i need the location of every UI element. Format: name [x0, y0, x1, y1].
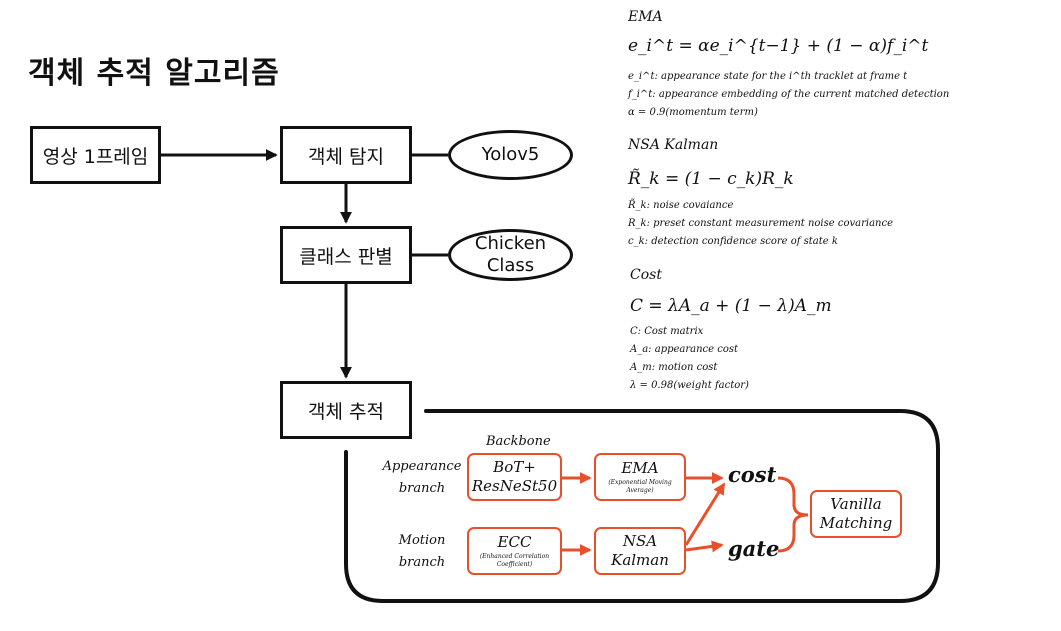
- ecc-label: ECC: [497, 533, 532, 551]
- arrow-nsa-to-cost: [684, 482, 726, 546]
- track-box: 객체 추적: [280, 381, 412, 439]
- detect-box: 객체 탐지: [280, 126, 412, 184]
- ema-notes: e_i^t: appearance state for the i^th tra…: [628, 68, 1048, 122]
- vanilla-line1: Vanilla: [830, 495, 882, 513]
- nsa-notes: R̃_k: noise covaiance R_k: preset consta…: [628, 197, 1048, 251]
- cost-note-4: λ = 0.98(weight factor): [630, 380, 749, 391]
- nsa-note-3: c_k: detection confidence score of state…: [628, 236, 838, 247]
- motion-branch-label: Motion branch: [382, 530, 462, 574]
- nsa-equation: R̃_k = (1 − c_k)R_k: [628, 169, 794, 189]
- chicken-label-line1: Chicken: [474, 233, 547, 254]
- vanilla-line2: Matching: [819, 514, 893, 532]
- gate-label: gate: [728, 536, 780, 561]
- ema-heading: EMA: [628, 9, 663, 25]
- bot-resnest-box: BoT+ ResNeSt50: [467, 453, 562, 501]
- motion-branch-line1: Motion: [398, 533, 446, 548]
- nsa-note-2: R_k: preset constant measurement noise c…: [628, 218, 893, 229]
- nsa-line1: NSA: [622, 532, 658, 550]
- yolo-ellipse: Yolov5: [448, 130, 573, 180]
- cost-equation: C = λA_a + (1 − λ)A_m: [630, 296, 832, 316]
- yolo-label: Yolov5: [481, 144, 540, 165]
- ema-label: EMA: [621, 459, 659, 477]
- vanilla-matching-box: Vanilla Matching: [810, 490, 902, 538]
- nsa-heading: NSA Kalman: [628, 137, 719, 153]
- frame-label: 영상 1프레임: [42, 145, 149, 168]
- arrow-nsa-to-gate: [685, 540, 724, 553]
- ecc-sub-label: (Enhanced Correlation Coefficient): [479, 553, 550, 568]
- ema-box: EMA (Exponential Moving Average): [594, 453, 686, 501]
- motion-branch-line2: branch: [398, 555, 446, 570]
- cost-heading: Cost: [630, 267, 662, 283]
- frame-box: 영상 1프레임: [30, 126, 161, 184]
- chicken-label-line2: Class: [486, 255, 535, 276]
- page-title: 객체 추적 알고리즘: [28, 56, 280, 91]
- ema-note-3: α = 0.9(momentum term): [628, 107, 758, 118]
- cost-note-1: C: Cost matrix: [630, 326, 704, 337]
- ema-sub-label: (Exponential Moving Average): [608, 479, 672, 494]
- cost-notes: C: Cost matrix A_a: appearance cost A_m:…: [630, 323, 1050, 395]
- classify-label: 클래스 판별: [299, 245, 393, 268]
- track-label: 객체 추적: [308, 400, 384, 423]
- ema-note-2: f_i^t: appearance embedding of the curre…: [628, 89, 950, 100]
- brace: [777, 476, 809, 553]
- nsa-note-1: R̃_k: noise covaiance: [628, 200, 734, 211]
- appearance-branch-line2: branch: [398, 481, 446, 496]
- cost-note-2: A_a: appearance cost: [630, 344, 739, 355]
- appearance-branch-line1: Appearance: [382, 459, 462, 474]
- nsa-line2: Kalman: [611, 551, 669, 569]
- bot-line2: ResNeSt50: [471, 477, 558, 495]
- ema-equation: e_i^t = αe_i^{t−1} + (1 − α)f_i^t: [628, 36, 929, 56]
- ema-note-1: e_i^t: appearance state for the i^th tra…: [628, 71, 908, 82]
- ecc-box: ECC (Enhanced Correlation Coefficient): [467, 527, 562, 575]
- cost-note-3: A_m: motion cost: [630, 362, 718, 373]
- classify-box: 클래스 판별: [280, 226, 412, 284]
- nsa-kalman-box: NSA Kalman: [594, 527, 686, 575]
- bot-line1: BoT+: [493, 458, 536, 476]
- chicken-ellipse: Chicken Class: [448, 229, 573, 281]
- detect-label: 객체 탐지: [308, 145, 384, 168]
- appearance-branch-label: Appearance branch: [382, 456, 462, 500]
- backbone-label: Backbone: [486, 434, 551, 449]
- tracker-container-outline: [344, 409, 940, 603]
- cost-label: cost: [728, 462, 777, 487]
